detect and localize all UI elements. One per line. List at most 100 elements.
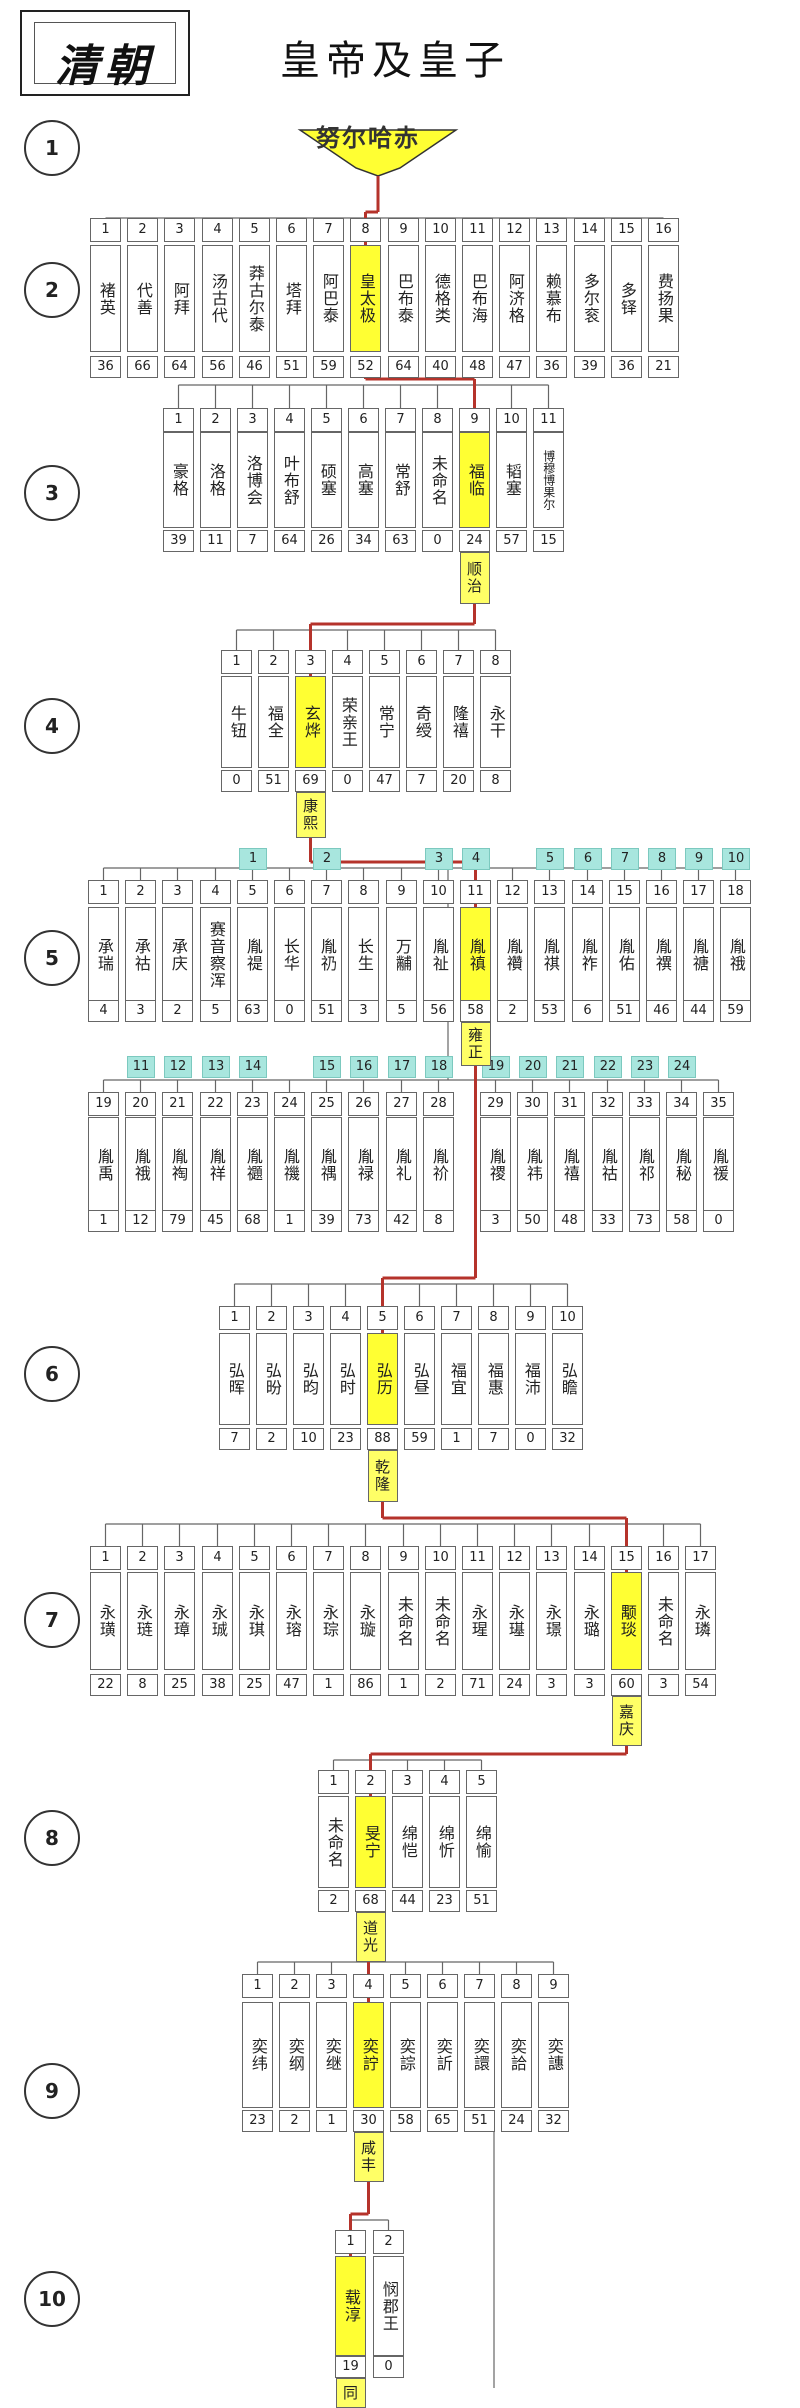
age-at-death: 38 bbox=[202, 1674, 233, 1696]
age-at-death: 44 bbox=[683, 1000, 714, 1022]
prince-name: 弘历 bbox=[367, 1333, 398, 1425]
prince-name: 胤禄 bbox=[348, 1117, 379, 1213]
prince-name-text: 荣亲王 bbox=[338, 696, 358, 748]
prince-name: 永琏 bbox=[127, 1572, 158, 1670]
birth-order-number: 3 bbox=[164, 218, 195, 242]
prince-name-text: 常宁 bbox=[375, 705, 395, 739]
prince-name-text: 福沛 bbox=[521, 1362, 541, 1396]
birth-order-number: 13 bbox=[536, 1546, 567, 1570]
prince-name-text: 胤祥 bbox=[206, 1148, 226, 1182]
prince-name-text: 永珹 bbox=[208, 1604, 228, 1638]
prince-name-text: 福惠 bbox=[484, 1362, 504, 1396]
age-at-death: 8 bbox=[480, 770, 511, 792]
prince-name: 胤礼 bbox=[386, 1117, 417, 1213]
birth-order-number: 14 bbox=[574, 1546, 605, 1570]
birth-order-number: 6 bbox=[404, 1306, 435, 1330]
ranked-prince-badge: 7 bbox=[611, 848, 639, 870]
birth-order-number: 16 bbox=[646, 880, 677, 904]
ranked-prince-badge: 13 bbox=[202, 1056, 230, 1078]
birth-order-number: 10 bbox=[423, 880, 454, 904]
birth-order-number: 19 bbox=[88, 1092, 119, 1116]
birth-order-number: 5 bbox=[466, 1770, 497, 1794]
ranked-prince-badge: 23 bbox=[631, 1056, 659, 1078]
prince-name: 胤禩 bbox=[646, 907, 677, 1003]
age-at-death: 47 bbox=[499, 356, 530, 378]
age-at-death: 58 bbox=[390, 2110, 421, 2132]
prince-name: 胤禶 bbox=[497, 907, 528, 1003]
age-at-death: 2 bbox=[425, 1674, 456, 1696]
birth-order-number: 1 bbox=[242, 1974, 273, 1998]
prince-name-text: 永璇 bbox=[356, 1604, 376, 1638]
prince-name-text: 弘昼 bbox=[410, 1362, 430, 1396]
generation-circle: 3 bbox=[24, 465, 80, 521]
age-at-death: 50 bbox=[517, 1210, 548, 1232]
birth-order-number: 20 bbox=[125, 1092, 156, 1116]
reign-title-text: 嘉庆 bbox=[617, 1704, 635, 1738]
prince-name-text: 承瑞 bbox=[94, 938, 114, 972]
prince-name: 载淳 bbox=[335, 2256, 366, 2356]
prince-name: 永瑢 bbox=[276, 1572, 307, 1670]
generation-circle: 5 bbox=[24, 930, 80, 986]
prince-name: 绵忻 bbox=[429, 1796, 460, 1888]
birth-order-number: 1 bbox=[318, 1770, 349, 1794]
prince-name-text: 巴布泰 bbox=[394, 273, 414, 324]
reign-title: 道光 bbox=[355, 1912, 386, 1962]
prince-name-text: 弘瞻 bbox=[558, 1362, 578, 1396]
age-at-death: 79 bbox=[162, 1210, 193, 1232]
age-at-death: 7 bbox=[219, 1428, 250, 1450]
birth-order-number: 7 bbox=[313, 218, 344, 242]
prince-name: 永琪 bbox=[239, 1572, 270, 1670]
birth-order-number: 2 bbox=[127, 1546, 158, 1570]
generation-circle: 7 bbox=[24, 1592, 80, 1648]
prince-name-text: 未命名 bbox=[431, 1595, 451, 1647]
age-at-death: 59 bbox=[720, 1000, 751, 1022]
prince-name: 多铎 bbox=[611, 245, 642, 352]
age-at-death: 71 bbox=[462, 1674, 493, 1696]
age-at-death: 1 bbox=[316, 2110, 347, 2132]
age-at-death: 10 bbox=[293, 1428, 324, 1450]
prince-name: 胤禝 bbox=[480, 1117, 511, 1213]
prince-name: 奕纬 bbox=[242, 2002, 273, 2108]
prince-name-text: 代善 bbox=[133, 281, 153, 316]
birth-order-number: 3 bbox=[392, 1770, 423, 1794]
prince-name-text: 未命名 bbox=[428, 454, 448, 506]
prince-name-text: 弘昐 bbox=[262, 1362, 282, 1396]
age-at-death: 7 bbox=[406, 770, 437, 792]
birth-order-number: 6 bbox=[427, 1974, 458, 1998]
birth-order-number: 5 bbox=[369, 650, 400, 674]
prince-name: 胤䄉 bbox=[720, 907, 751, 1003]
prince-name-text: 长生 bbox=[354, 938, 374, 972]
prince-name: 巴布海 bbox=[462, 245, 493, 352]
reign-title-text: 乾隆 bbox=[373, 1459, 391, 1493]
age-at-death: 44 bbox=[392, 1890, 423, 1912]
prince-name: 奕纲 bbox=[279, 2002, 310, 2108]
birth-order-number: 7 bbox=[313, 1546, 344, 1570]
birth-order-number: 6 bbox=[348, 408, 379, 432]
age-at-death: 56 bbox=[423, 1000, 454, 1022]
ranked-prince-badge: 8 bbox=[648, 848, 676, 870]
prince-name: 福全 bbox=[258, 676, 289, 768]
prince-name: 未命名 bbox=[422, 432, 453, 528]
prince-name: 永璘 bbox=[685, 1572, 716, 1670]
prince-name-text: 塔拜 bbox=[282, 281, 302, 316]
age-at-death: 1 bbox=[274, 1210, 305, 1232]
ranked-prince-badge: 5 bbox=[536, 848, 564, 870]
age-at-death: 42 bbox=[386, 1210, 417, 1232]
age-at-death: 25 bbox=[239, 1674, 270, 1696]
age-at-death: 39 bbox=[311, 1210, 342, 1232]
birth-order-number: 10 bbox=[496, 408, 527, 432]
age-at-death: 2 bbox=[497, 1000, 528, 1022]
ranked-prince-badge: 3 bbox=[425, 848, 453, 870]
prince-name-text: 胤禩 bbox=[652, 938, 672, 972]
birth-order-number: 9 bbox=[388, 218, 419, 242]
prince-name-text: 胤祚 bbox=[578, 938, 598, 972]
reign-title: 康熙 bbox=[295, 792, 326, 838]
age-at-death: 23 bbox=[330, 1428, 361, 1450]
ranked-prince-badge: 14 bbox=[239, 1056, 267, 1078]
prince-name-text: 奕詝 bbox=[359, 2038, 379, 2072]
prince-name-text: 永琪 bbox=[245, 1604, 265, 1638]
prince-name: 赛音察浑 bbox=[200, 907, 231, 1003]
birth-order-number: 16 bbox=[648, 1546, 679, 1570]
prince-name-text: 奕继 bbox=[322, 2038, 342, 2072]
prince-name: 皇太极 bbox=[350, 245, 381, 352]
